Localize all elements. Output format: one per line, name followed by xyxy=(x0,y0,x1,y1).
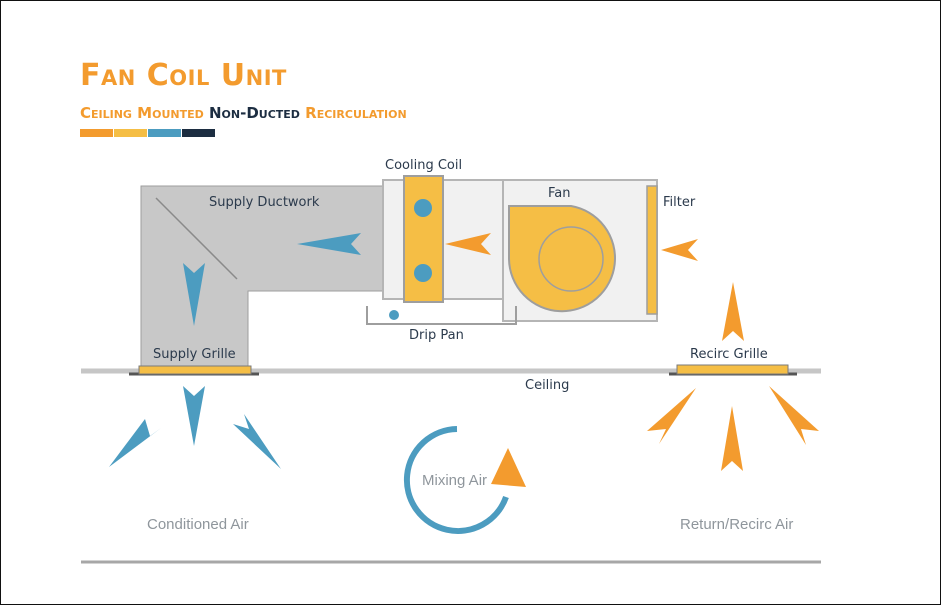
filter xyxy=(646,185,658,315)
supply-ductwork xyxy=(140,185,384,367)
subtitle-part-non-ducted: Non-Ducted xyxy=(208,104,300,122)
diagram-subtitle: Ceiling Mounted Non-Ducted Recirculation xyxy=(80,106,407,121)
label-supply-grille: Supply Grille xyxy=(153,347,236,362)
label-fan: Fan xyxy=(548,186,571,201)
airflow-arrow-ductwork-down xyxy=(183,263,205,326)
label-recirc-grille: Recirc Grille xyxy=(690,347,768,362)
airflow-arrow-return-right xyxy=(769,386,819,445)
subtitle-part-recirculation: Recirculation xyxy=(305,104,407,122)
label-filter: Filter xyxy=(663,195,696,210)
mixing-air-circle xyxy=(403,426,509,534)
supply-grille xyxy=(138,365,252,375)
label-ceiling: Ceiling xyxy=(525,378,569,393)
ductwork-turning-vane xyxy=(155,197,238,280)
color-swatch-orange xyxy=(80,129,113,137)
airflow-arrow-into-filter xyxy=(661,239,698,261)
airflow-arrow-ductwork-left xyxy=(297,233,361,255)
subtitle-part-ceiling-mounted: Ceiling Mounted xyxy=(80,104,204,122)
airflow-arrow-return-up xyxy=(721,406,743,471)
cooling-coil-pipe-top xyxy=(414,199,432,217)
fan-wheel xyxy=(538,226,604,292)
label-supply-ductwork: Supply Ductwork xyxy=(209,195,320,210)
airflow-arrow-supply-down xyxy=(183,386,205,446)
airflow-arrow-supply-right xyxy=(233,414,281,469)
color-swatch-blue xyxy=(148,129,181,137)
label-mixing-air: Mixing Air xyxy=(422,472,487,489)
diagram-title: Fan Coil Unit xyxy=(80,58,287,93)
airflow-arrow-return-left xyxy=(647,388,696,444)
label-conditioned-air: Conditioned Air xyxy=(147,516,249,533)
airflow-arrow-up-to-filter xyxy=(722,282,744,341)
color-swatch-yellow xyxy=(114,129,147,137)
label-drip-pan: Drip Pan xyxy=(409,328,464,343)
color-swatch-navy xyxy=(182,129,215,137)
label-return-recirc-air: Return/Recirc Air xyxy=(680,516,793,533)
cooling-coil xyxy=(403,175,444,303)
drip-pan xyxy=(366,306,517,325)
label-cooling-coil: Cooling Coil xyxy=(385,158,462,173)
drip-pan-drain xyxy=(389,310,399,320)
airflow-arrow-into-coil xyxy=(445,233,491,255)
mixing-air-arrowhead xyxy=(491,448,526,487)
airflow-arrow-supply-left xyxy=(109,419,161,467)
cooling-coil-pipe-bottom xyxy=(414,264,432,282)
title-color-bar xyxy=(80,129,216,137)
recirc-grille xyxy=(676,364,789,375)
